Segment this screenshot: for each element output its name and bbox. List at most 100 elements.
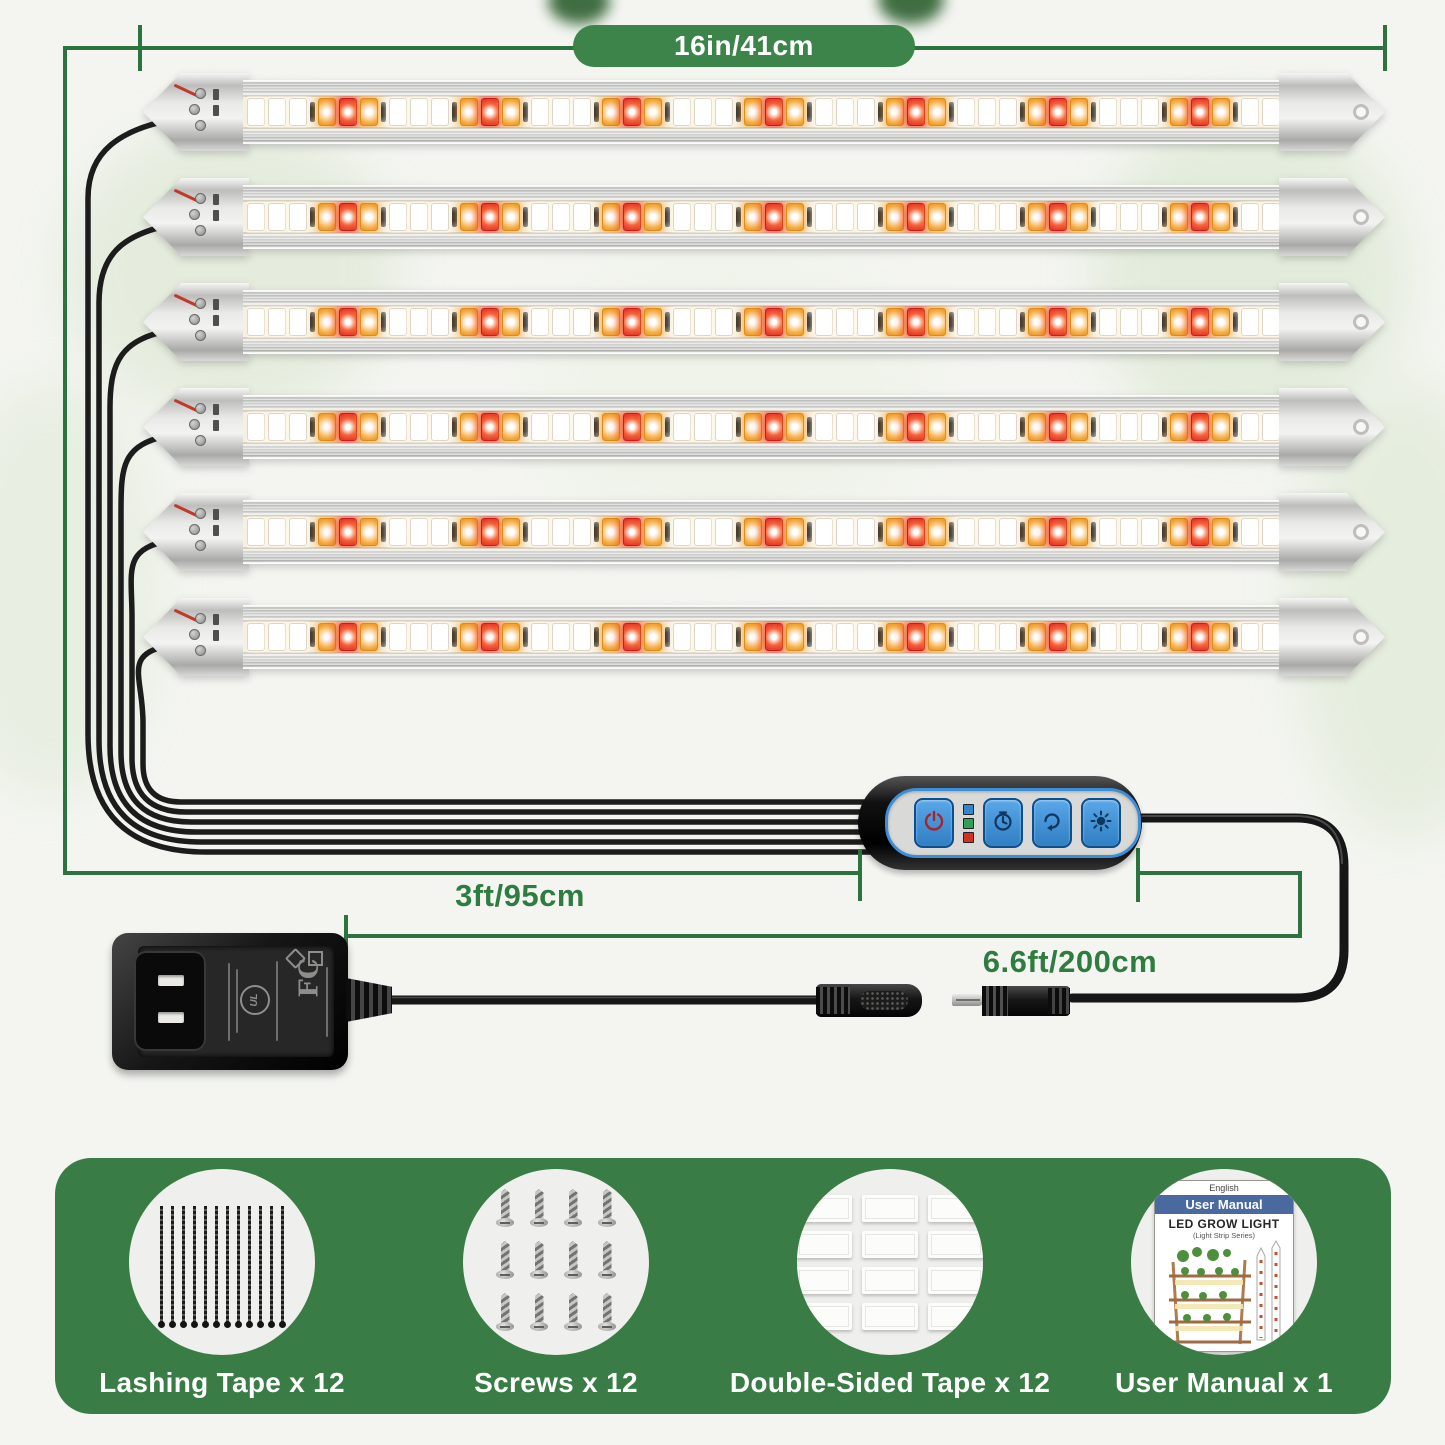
white-led (1141, 308, 1159, 336)
white-led (1120, 203, 1138, 231)
white-led (573, 413, 591, 441)
red-led (623, 413, 641, 441)
white-led (552, 308, 570, 336)
white-led (1120, 518, 1138, 546)
white-led (1099, 98, 1117, 126)
white-led (815, 518, 833, 546)
resistor-chip (807, 522, 812, 542)
white-led (410, 623, 428, 651)
white-led (999, 308, 1017, 336)
white-led (957, 203, 975, 231)
white-led (289, 308, 307, 336)
amber-led (602, 413, 620, 441)
white-led (999, 98, 1017, 126)
cable-tie (158, 1206, 165, 1328)
kit-item-label: User Manual x 1 (1115, 1367, 1333, 1398)
white-led (389, 308, 407, 336)
white-led (531, 98, 549, 126)
resistor-chip (1091, 417, 1096, 437)
white-led (857, 413, 875, 441)
amber-led (318, 308, 336, 336)
resistor-chip (523, 417, 528, 437)
red-led (765, 518, 783, 546)
led-strip (143, 388, 1385, 466)
resistor-chip (523, 627, 528, 647)
amber-led (744, 308, 762, 336)
amber-led (460, 413, 478, 441)
amber-led (786, 518, 804, 546)
kit-item-screws: Screws x 12 (389, 1169, 723, 1414)
screw (530, 1293, 548, 1335)
resistor-chip (452, 207, 457, 227)
certification-icon (308, 951, 323, 966)
red-led (339, 518, 357, 546)
dimension-line-bundle (63, 871, 862, 875)
manual-product-name: LED GROW LIGHT (1168, 1217, 1280, 1231)
cable-tie (202, 1206, 209, 1328)
amber-led (1170, 98, 1188, 126)
dimension-line-top-extension (63, 46, 142, 50)
resistor-chip (665, 207, 670, 227)
amber-led (1070, 623, 1088, 651)
white-led (836, 623, 854, 651)
amber-led (502, 98, 520, 126)
strip-left-end-cap (143, 598, 249, 676)
white-led (978, 518, 996, 546)
dc-male-connector (982, 986, 1070, 1016)
amber-led (318, 203, 336, 231)
white-led (268, 308, 286, 336)
amber-led (644, 413, 662, 441)
white-led (1262, 308, 1280, 336)
white-led (836, 308, 854, 336)
red-led (1049, 623, 1067, 651)
led-row (247, 306, 1281, 338)
amber-led (644, 623, 662, 651)
amber-led (786, 308, 804, 336)
resistor-chip (949, 417, 954, 437)
resistor-chip (310, 207, 315, 227)
white-led (268, 518, 286, 546)
resistor-chip (523, 522, 528, 542)
red-led (339, 203, 357, 231)
white-led (715, 308, 733, 336)
red-led (623, 98, 641, 126)
amber-led (1212, 518, 1230, 546)
white-led (410, 203, 428, 231)
white-led (999, 413, 1017, 441)
red-led (1049, 518, 1067, 546)
white-led (957, 518, 975, 546)
white-led (431, 518, 449, 546)
white-led (999, 518, 1017, 546)
inline-controller (858, 776, 1142, 870)
tape-pad (797, 1194, 852, 1222)
plug-prong-slot (158, 975, 184, 986)
cable-tie (180, 1206, 187, 1328)
led-row (247, 516, 1281, 548)
strip-length-label: 16in/41cm (573, 25, 915, 67)
resistor-chip (452, 102, 457, 122)
resistor-chip (381, 627, 386, 647)
white-led (857, 518, 875, 546)
amber-led (502, 413, 520, 441)
white-led (1099, 413, 1117, 441)
resistor-chip (381, 522, 386, 542)
resistor-chip (1233, 522, 1238, 542)
strip-right-end-cap (1279, 388, 1385, 466)
cable-tie (169, 1206, 176, 1328)
resistor-chip (736, 627, 741, 647)
amber-led (1070, 518, 1088, 546)
mounting-hole (1353, 419, 1369, 435)
kit-item-lashing-tape: Lashing Tape x 12 (55, 1169, 389, 1414)
resistor-chip (523, 207, 528, 227)
cycle-button (1032, 798, 1072, 848)
red-led (481, 518, 499, 546)
amber-led (360, 518, 378, 546)
amber-led (928, 203, 946, 231)
resistor-chip (1091, 627, 1096, 647)
red-led (907, 98, 925, 126)
strip-right-end-cap (1279, 493, 1385, 571)
red-led (623, 203, 641, 231)
white-led (410, 413, 428, 441)
white-led (268, 623, 286, 651)
resistor-chip (1233, 627, 1238, 647)
